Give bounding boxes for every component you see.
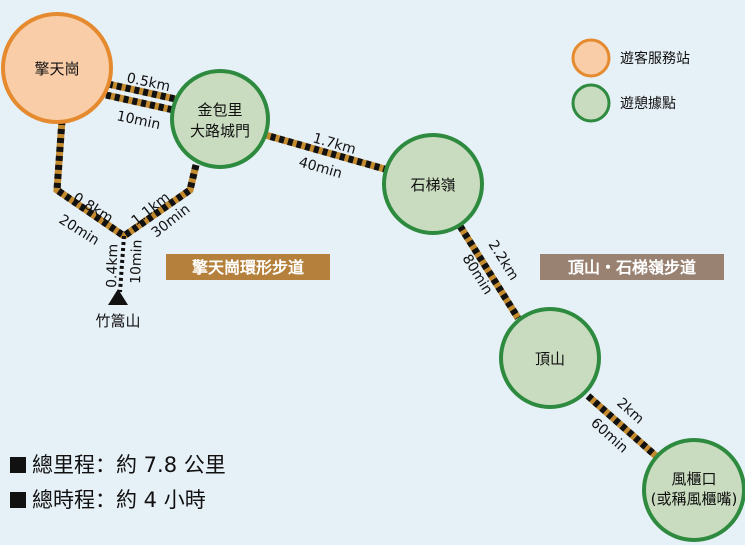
summary-total-time: 總時程：約 4 小時	[10, 484, 206, 514]
legend-rest-point-label: 遊憩據點	[620, 95, 676, 112]
node-qingtiangang-label: 擎天崗	[34, 60, 79, 78]
legend-rest-point: 遊憩據點	[571, 83, 676, 123]
node-qingtiangang[interactable]: 擎天崗	[1, 12, 113, 124]
banner-dingshan-trail: 頂山・石梯嶺步道	[540, 254, 724, 280]
legend: 遊客服務站 遊憩據點	[571, 38, 690, 123]
mountain-peak-icon	[108, 289, 128, 305]
segment-qtg-jbl-time: 10min	[115, 108, 162, 133]
banner-loop-trail: 擎天崗環形步道	[166, 254, 330, 280]
trail-shitiling-dingshan	[457, 224, 521, 320]
node-fengguikou[interactable]: 風櫃口 (或稱風櫃嘴)	[642, 438, 745, 542]
trail-loop-east	[121, 164, 200, 239]
banner-loop-trail-text: 擎天崗環形步道	[192, 258, 304, 277]
banner-dingshan-trail-text: 頂山・石梯嶺步道	[568, 258, 696, 277]
segment-ds-fgk-time: 60min	[587, 415, 631, 456]
trail-loop-west	[53, 119, 126, 239]
node-fengguikou-label-line1: 風櫃口	[671, 470, 716, 488]
segment-jct-zhs-distance: 0.4km	[104, 244, 122, 289]
node-fengguikou-label-line2: (或稱風櫃嘴)	[651, 490, 738, 508]
node-jinbaoli-label-line2: 大路城門	[190, 122, 250, 140]
trail-qingtiangang-jinbaoli	[105, 80, 181, 115]
node-zhuhaoshan[interactable]: 竹篙山	[95, 289, 141, 330]
summary-total-distance: 總里程：約 7.8 公里	[10, 449, 226, 479]
node-jinbaoli[interactable]: 金包里 大路城門	[170, 69, 270, 169]
trail-jinbaoli-shitiling	[261, 130, 389, 174]
segment-jct-zhs-time: 10min	[128, 239, 146, 284]
node-shitiling-label: 石梯嶺	[410, 176, 455, 194]
legend-service-station-label: 遊客服務站	[620, 50, 690, 67]
node-dingshan[interactable]: 頂山	[499, 307, 601, 409]
node-dingshan-label: 頂山	[535, 350, 565, 368]
node-zhuhaoshan-label: 竹篙山	[95, 312, 140, 330]
node-shitiling[interactable]: 石梯嶺	[382, 133, 484, 235]
bullet-square-icon	[10, 492, 26, 508]
summary-total-distance-text: 總里程：約 7.8 公里	[32, 453, 226, 477]
trail-lines	[53, 80, 659, 459]
legend-service-station: 遊客服務站	[571, 38, 690, 78]
trail-dingshan-fengguikou	[585, 393, 659, 459]
node-jinbaoli-label-line1: 金包里	[197, 101, 242, 119]
summary-total-time-text: 總時程：約 4 小時	[32, 488, 206, 512]
bullet-square-icon	[10, 457, 26, 473]
